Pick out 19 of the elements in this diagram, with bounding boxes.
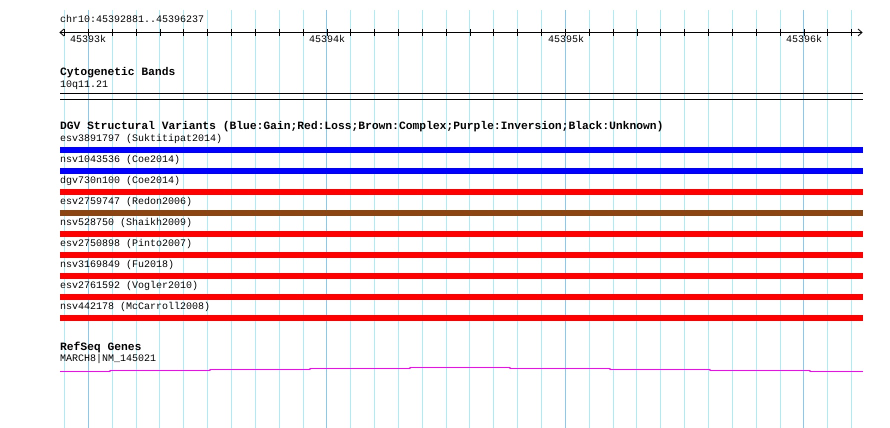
variant-label: dgv730n100 (Coe2014) [60,176,180,187]
tick-label: 45394k [309,35,346,46]
tick-label: 45395k [548,35,584,46]
variant-label: esv2761592 (Vogler2010) [60,281,198,292]
variant-label: nsv442178 (McCarroll2008) [60,302,210,313]
track-heading: DGV Structural Variants (Blue:Gain;Red:Loss;Brown:Complex;Purple:Inversion;Black:Unknown) [60,121,664,133]
variant-label: nsv3169849 (Fu2018) [60,260,174,271]
band-label: 10q11.21 [60,80,108,91]
variant-label: esv3891797 (Suktitipat2014) [60,134,222,145]
variant-label: nsv1043536 (Coe2014) [60,155,180,166]
variant-label: esv2759747 (Redon2006) [60,197,192,208]
track-heading: Cytogenetic Bands [60,67,176,79]
tick-label: 45396k [786,35,822,46]
tick-label: 45393k [70,35,106,46]
track-heading: RefSeq Genes [60,342,142,354]
variant-label: esv2750898 (Pinto2007) [60,239,192,250]
gene-label: MARCH8|NM_145021 [60,354,156,365]
location-title: chr10:45392881..45396237 [60,15,204,26]
variant-label: nsv528750 (Shaikh2009) [60,218,192,229]
